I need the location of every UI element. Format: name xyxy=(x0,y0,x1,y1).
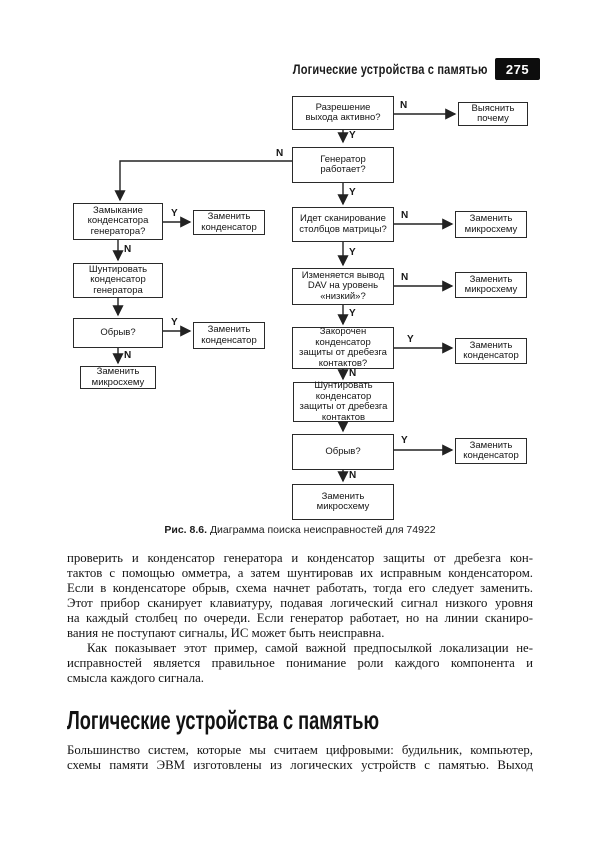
node-replace-cap-3: Заменить конденсатор xyxy=(455,338,527,364)
node-replace-cap-2: Заменить конденсатор xyxy=(193,322,265,349)
edge-label-no: N xyxy=(400,100,408,111)
edge-label-yes: Y xyxy=(349,187,356,198)
edge-label-yes: Y xyxy=(171,317,178,328)
body-line: схемы памяти ЭВМ изготовлены из логическ… xyxy=(67,758,533,772)
node-dav-low: Изменяется вывод DAV на уровень «низкий»… xyxy=(292,268,394,305)
node-find-why: Выяснить почему xyxy=(458,102,528,126)
edge-label-yes: Y xyxy=(349,247,356,258)
body-line: Как показывает этот пример, самой важной… xyxy=(87,641,533,655)
edge-label-no: N xyxy=(349,470,357,481)
edge-label-no: N xyxy=(276,148,284,159)
node-replace-ic-final: Заменить микросхему xyxy=(292,484,394,520)
body-text-bottom: Большинство систем, которые мы считаем ц… xyxy=(67,743,533,773)
node-replace-ic-1: Заменить микросхему xyxy=(455,211,527,238)
node-replace-ic-left: Заменить микросхему xyxy=(80,366,156,389)
figure-caption: Рис. 8.6. Диаграмма поиска неисправносте… xyxy=(0,524,600,536)
node-scan-columns: Идет сканирование столбцов матрицы? xyxy=(292,207,394,242)
node-shunt-gen-cap: Шунтировать конденсатор генератора xyxy=(73,263,163,298)
body-line: Большинство систем, которые мы считаем ц… xyxy=(67,743,533,757)
body-text-top: проверить и конденсатор генератора и кон… xyxy=(67,551,533,686)
body-line: вания не поступают сигналы, ИС может быт… xyxy=(67,626,385,640)
running-header-title: Логические устройства с памятью xyxy=(293,62,488,77)
node-replace-ic-2: Заменить микросхему xyxy=(455,272,527,298)
node-replace-cap-1: Заменить конденсатор xyxy=(193,210,265,235)
figure-caption-text: Диаграмма поиска неисправностей для 7492… xyxy=(209,524,436,536)
body-line: проверить и конденсатор генератора и кон… xyxy=(67,551,533,565)
body-line: тактов с помощью омметра, а затем шунтир… xyxy=(67,566,533,580)
page-number-badge: 275 xyxy=(495,58,540,80)
body-line: Этот прибор сканирует клавиатуру, подава… xyxy=(67,596,533,610)
edge-label-no: N xyxy=(124,350,132,361)
edge-label-yes: Y xyxy=(171,208,178,219)
edge-label-yes: Y xyxy=(349,308,356,319)
edge-label-yes: Y xyxy=(401,435,408,446)
arrow-generator-no xyxy=(114,160,292,202)
edge-label-no: N xyxy=(401,210,409,221)
section-heading: Логические устройства с памятью xyxy=(67,705,380,735)
body-line: смысла каждого сигнала. xyxy=(67,671,204,685)
edge-label-no: N xyxy=(124,244,132,255)
node-generator-works: Генератор работает? xyxy=(292,147,394,183)
node-bounce-cap-short: Закорочен конденсатор защиты от дребезга… xyxy=(292,326,394,369)
body-line: исправностей является правильное пониман… xyxy=(67,656,533,670)
node-open-1: Обрыв? xyxy=(73,318,163,348)
node-replace-cap-4: Заменить конденсатор xyxy=(455,438,527,464)
node-gen-cap-short: Замыкание конденсатора генератора? xyxy=(73,203,163,240)
edge-label-yes: Y xyxy=(349,130,356,141)
body-line: Если в конденсаторе обрыв, схема начнет … xyxy=(67,581,533,595)
node-output-enable: Разрешение выхода активно? xyxy=(292,96,394,130)
edge-label-yes: Y xyxy=(407,334,414,345)
node-shunt-bounce-cap: Шунтировать конденсатор защиты от дребез… xyxy=(293,380,394,422)
edge-label-no: N xyxy=(349,368,357,379)
figure-caption-number: Рис. 8.6. xyxy=(164,524,208,536)
body-line: на каждый столбец по очереди. Если генер… xyxy=(67,611,533,625)
edge-label-no: N xyxy=(401,272,409,283)
node-open-2: Обрыв? xyxy=(292,434,394,470)
